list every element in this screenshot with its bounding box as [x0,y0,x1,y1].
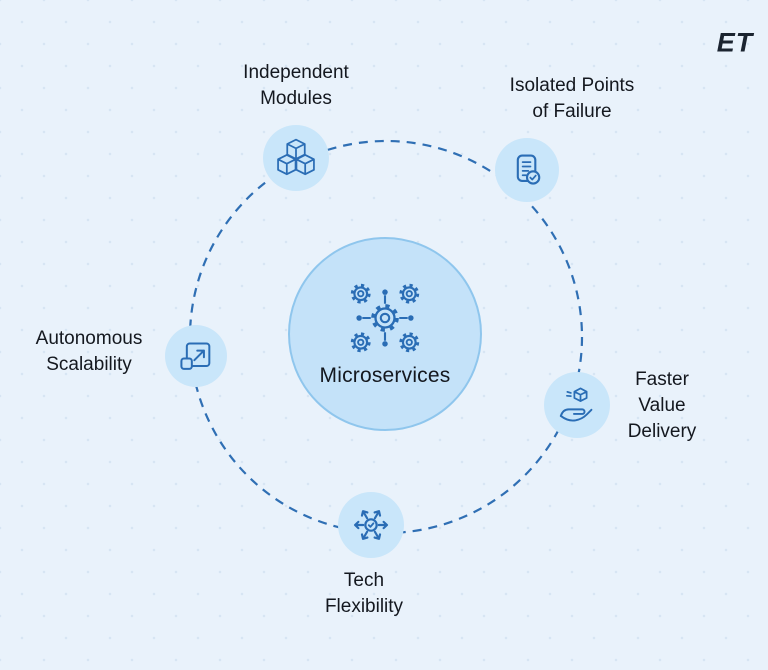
document-check-icon [516,154,541,185]
node-autonomous-scalability [165,325,227,387]
node-isolated-points-of-failure [495,138,559,202]
expand-scale-icon [180,342,211,370]
label-isolated-points-of-failure: Isolated Points of Failure [509,75,635,122]
microservices-gears-icon [350,283,420,353]
cubes-icon [277,138,315,176]
center-hub-label: Microservices [319,364,451,387]
center-hub-circle: Microservices [288,237,482,431]
label-independent-modules: Independent Modules [243,62,349,109]
node-independent-modules [263,125,329,191]
multi-direction-arrows-icon [353,510,389,540]
node-faster-value-delivery [544,372,610,438]
label-autonomous-scalability: Autonomous Scalability [35,328,143,375]
et-logo: ET [716,27,754,58]
label-tech-flexibility: Tech Flexibility [324,570,404,617]
hand-delivery-icon [559,387,593,422]
node-tech-flexibility [338,492,404,558]
label-faster-value-delivery: Faster Value Delivery [627,369,697,442]
